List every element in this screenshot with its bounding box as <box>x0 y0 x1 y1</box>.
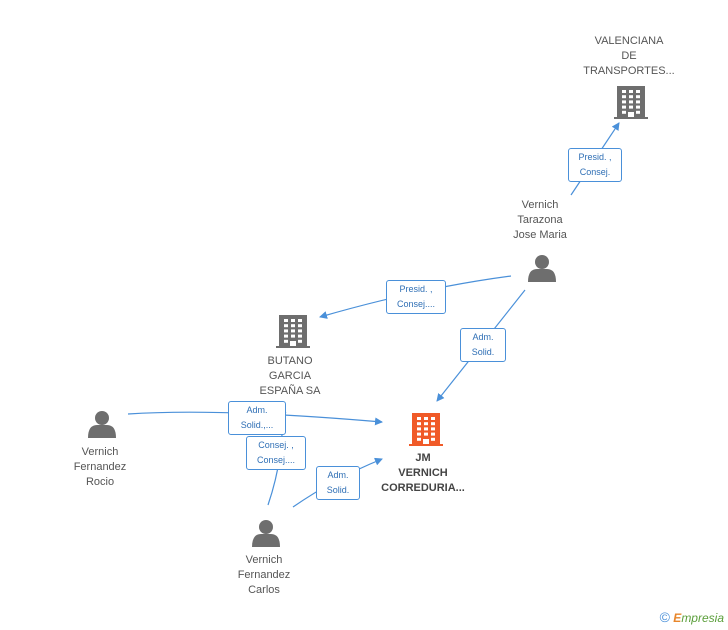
logo-text: mpresia <box>681 611 724 625</box>
building-icon-jm_vernich[interactable] <box>409 413 443 446</box>
node-label-butano[interactable]: BUTANO GARCIA ESPAÑA SA <box>240 354 340 399</box>
person-icon-vernich_carlos[interactable] <box>252 520 280 547</box>
copyright-symbol: © <box>659 609 670 625</box>
node-label-line: JM <box>415 452 431 464</box>
node-label-line: Vernich <box>81 446 119 458</box>
edge-label-line: Adm. <box>246 405 268 415</box>
empresia-logo[interactable]: © Empresia <box>660 609 724 625</box>
edge-label-line: Adm. <box>472 332 494 342</box>
node-label-line: Vernich <box>245 554 283 566</box>
node-label-line: VALENCIANA <box>594 35 664 47</box>
edge-label-line: Adm. <box>327 470 349 480</box>
node-label-line: Rocio <box>85 476 115 488</box>
node-label-line: CORREDURIA... <box>381 482 465 494</box>
person-icon-vernich_rocio[interactable] <box>88 411 116 438</box>
node-label-line: Vernich <box>521 199 559 211</box>
node-label-line: BUTANO <box>267 355 313 367</box>
edge-label-e3[interactable]: Adm. Solid. <box>460 328 506 362</box>
logo-initial: E <box>673 611 682 625</box>
person-icon-vernich_tarazona[interactable] <box>528 255 556 282</box>
edge-label-e6[interactable]: Adm. Solid. <box>316 466 360 500</box>
edge-label-e2[interactable]: Presid. , Consej.... <box>386 280 446 314</box>
node-label-line: Tarazona <box>517 214 563 226</box>
node-label-line: TRANSPORTES... <box>583 65 675 77</box>
edge-label-line: Consej.... <box>256 455 296 465</box>
edge-label-line: Consej. <box>579 167 611 177</box>
node-label-line: VERNICH <box>398 467 448 479</box>
building-icon-valenciana[interactable] <box>614 86 648 119</box>
node-label-line: DE <box>621 50 637 62</box>
edge-label-e1[interactable]: Presid. , Consej. <box>568 148 622 182</box>
edge-label-line: Presid. , <box>578 152 612 162</box>
node-label-line: Carlos <box>248 584 280 596</box>
edge-label-line: Solid. <box>326 485 350 495</box>
edge-label-line: Presid. , <box>399 284 433 294</box>
edge-label-e4[interactable]: Adm. Solid.,... <box>228 401 286 435</box>
node-label-line: Fernandez <box>237 569 291 581</box>
node-label-line: Jose Maria <box>513 229 567 241</box>
edge-label-line: Consej.... <box>396 299 436 309</box>
node-label-valenciana[interactable]: VALENCIANA DE TRANSPORTES... <box>574 34 684 79</box>
edge-label-line: Solid. <box>471 347 495 357</box>
edge-label-line: Consej. , <box>258 440 294 450</box>
node-label-line: Fernandez <box>73 461 127 473</box>
building-icon-butano[interactable] <box>276 315 310 348</box>
edge-label-line: Solid.,... <box>240 420 274 430</box>
edge-label-e5[interactable]: Consej. , Consej.... <box>246 436 306 470</box>
node-label-jm_vernich[interactable]: JM VERNICH CORREDURIA... <box>368 451 478 496</box>
node-label-line: GARCIA <box>268 370 312 382</box>
node-label-line: ESPAÑA SA <box>259 385 321 397</box>
